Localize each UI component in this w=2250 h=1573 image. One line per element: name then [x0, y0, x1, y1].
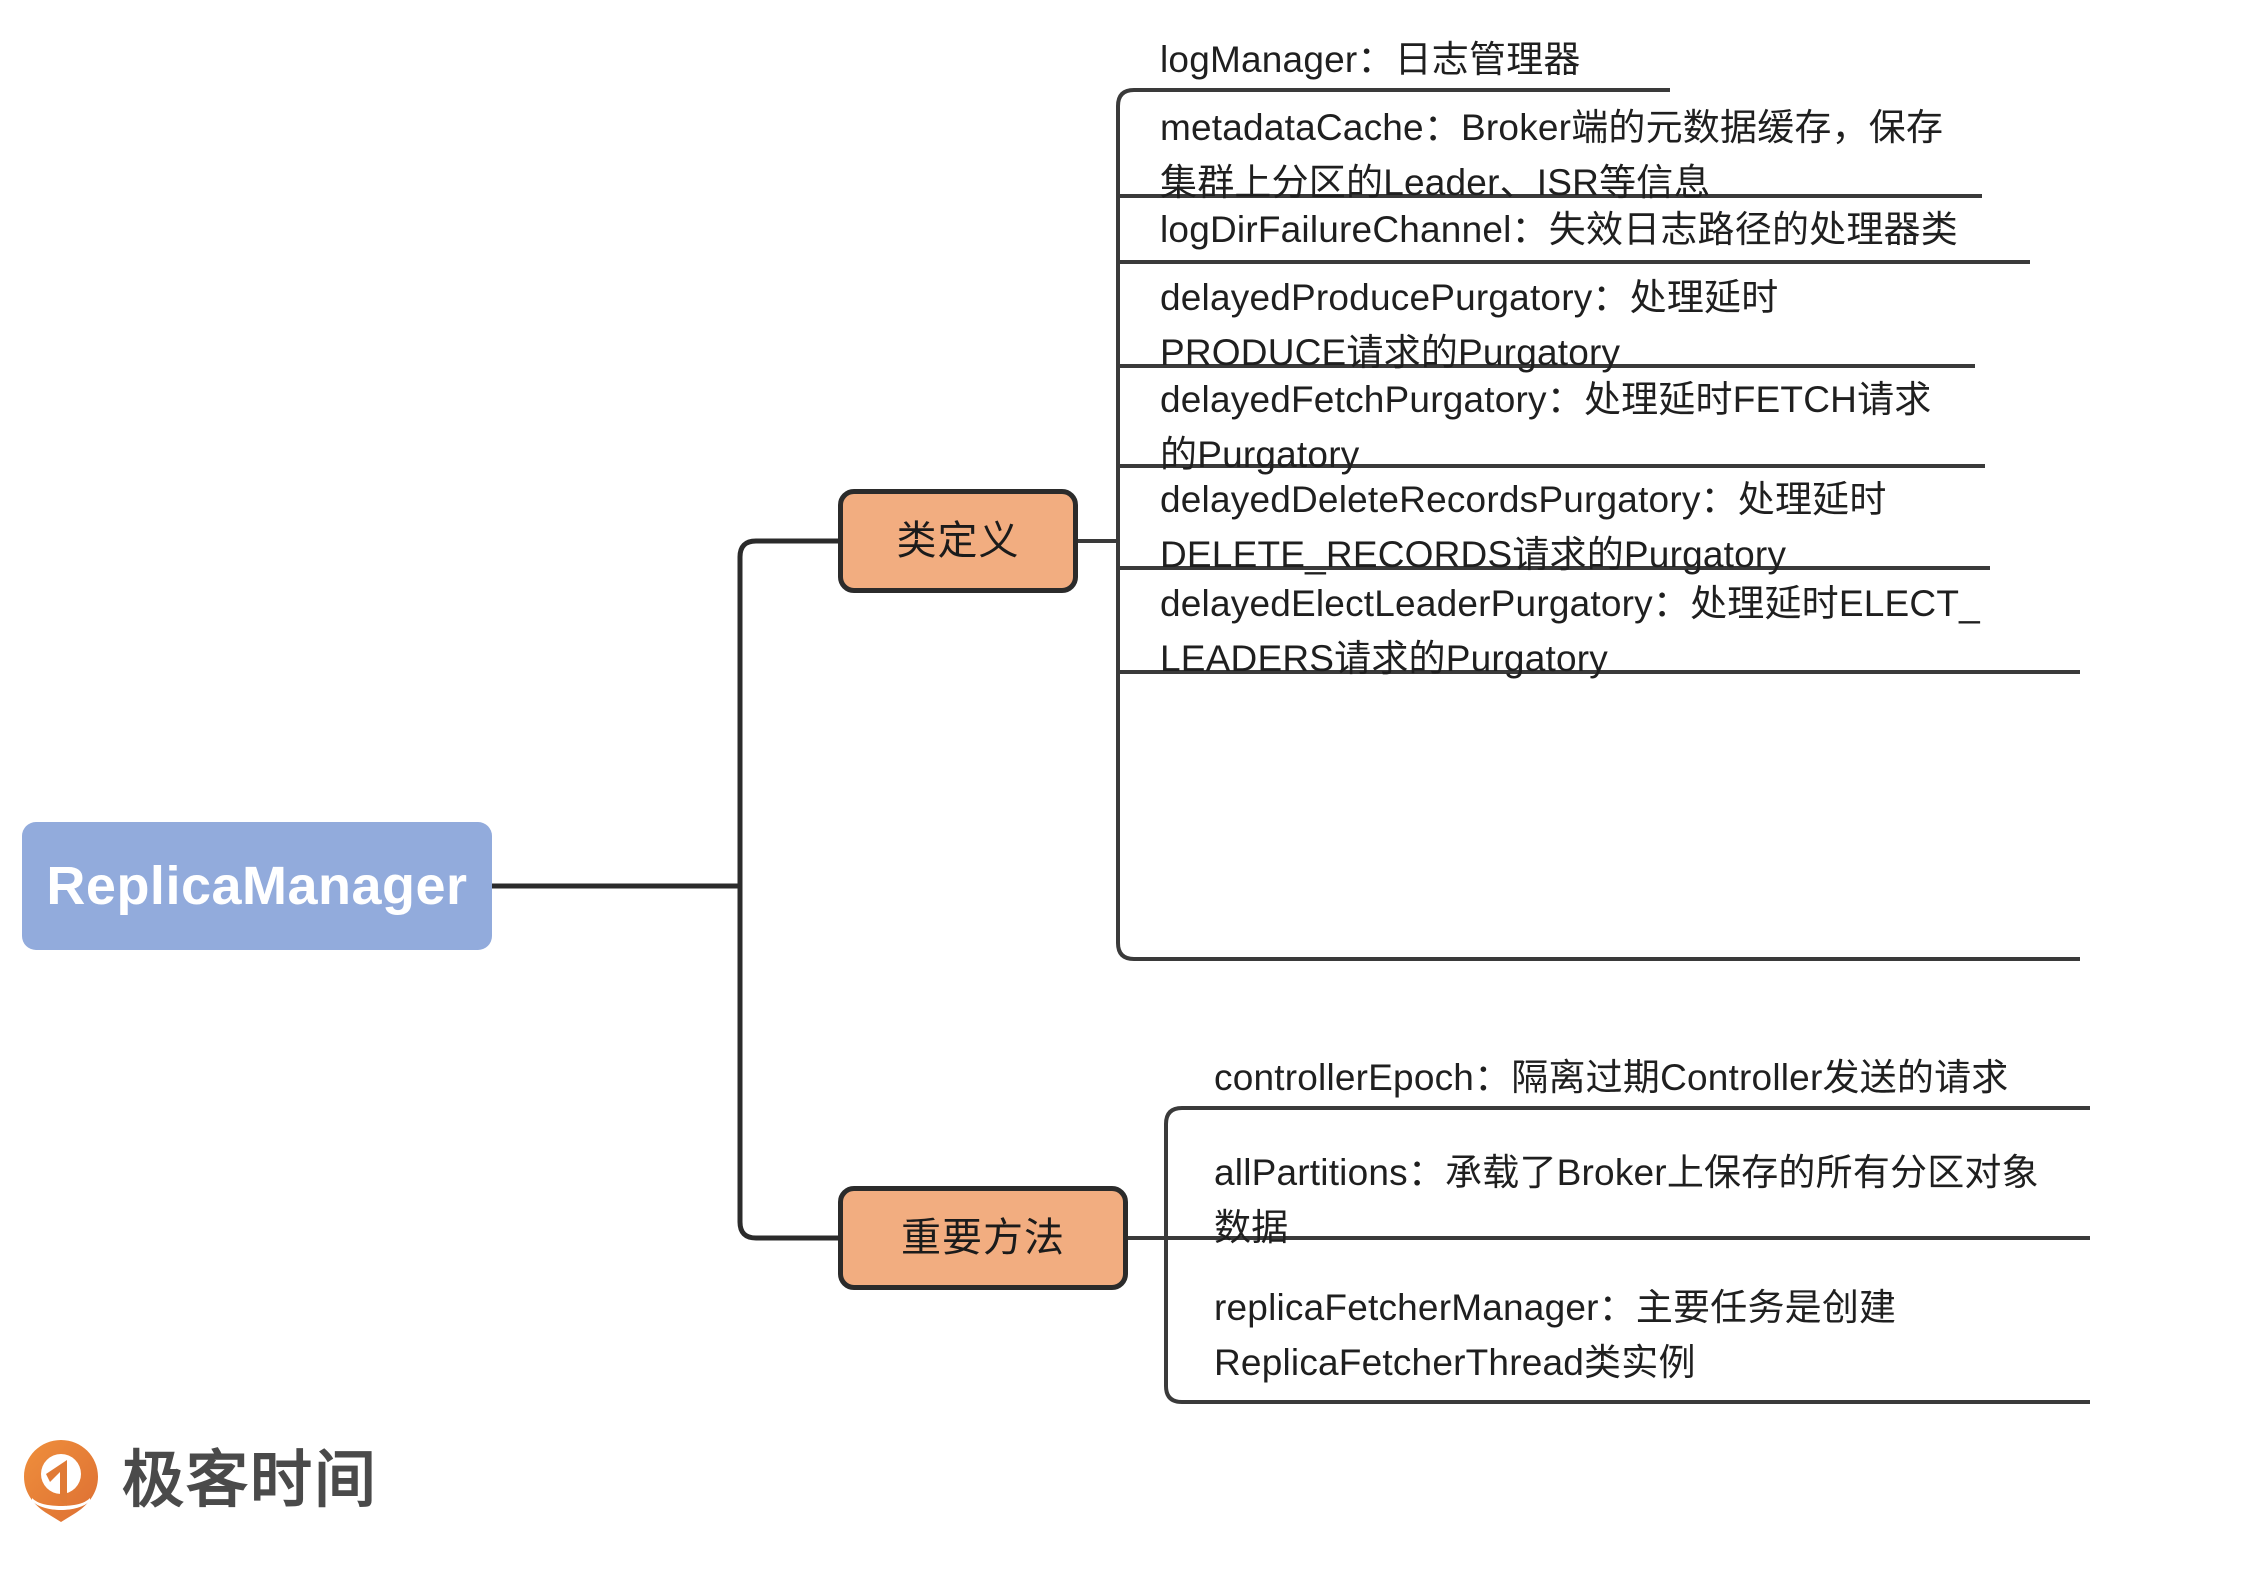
leaf-log-dir-failure-channel[interactable]: logDirFailureChannel：失效日志路径的处理器类: [1160, 209, 1958, 250]
branch-node-label: 类定义: [896, 519, 1020, 563]
branch0-spine-wire: [1116, 88, 1135, 961]
leaf-all-partitions[interactable]: allPartitions：承载了Broker上保存的所有分区对象 数据: [1214, 1152, 2039, 1248]
leaf-delayed-delete-records-purgatory[interactable]: delayedDeleteRecordsPurgatory：处理延时 DELET…: [1160, 479, 1887, 575]
branch1-spine-wire: [1164, 1106, 1183, 1404]
trunk-wire-upper: [737, 538, 838, 886]
leaf-metadata-cache[interactable]: metadataCache：Broker端的元数据缓存，保存 集群上分区的Lea…: [1160, 107, 1944, 203]
leaf-log-manager[interactable]: logManager：日志管理器: [1160, 39, 1581, 80]
root-node-label: ReplicaManager: [46, 856, 468, 916]
leaf-delayed-fetch-purgatory[interactable]: delayedFetchPurgatory：处理延时FETCH请求 的Purga…: [1160, 379, 1932, 475]
geektime-logo: 极客时间: [22, 1438, 378, 1524]
geektime-logo-icon: [24, 1440, 98, 1522]
root-node[interactable]: ReplicaManager: [22, 822, 492, 950]
branch-node-important-methods[interactable]: 重要方法: [838, 1186, 1128, 1290]
leaf-delayed-produce-purgatory[interactable]: delayedProducePurgatory：处理延时 PRODUCE请求的P…: [1160, 277, 1779, 373]
trunk-wire-lower: [737, 886, 838, 1241]
leaf-controller-epoch[interactable]: controllerEpoch：隔离过期Controller发送的请求: [1214, 1057, 2009, 1098]
branch-node-label: 重要方法: [901, 1216, 1065, 1260]
branch-node-class-definition[interactable]: 类定义: [838, 489, 1078, 593]
leaf-delayed-elect-leader-purgatory[interactable]: delayedElectLeaderPurgatory：处理延时ELECT_ L…: [1160, 583, 1980, 679]
leaf-replica-fetcher-manager[interactable]: replicaFetcherManager：主要任务是创建 ReplicaFet…: [1214, 1287, 1897, 1383]
geektime-logo-text: 极客时间: [122, 1446, 379, 1515]
